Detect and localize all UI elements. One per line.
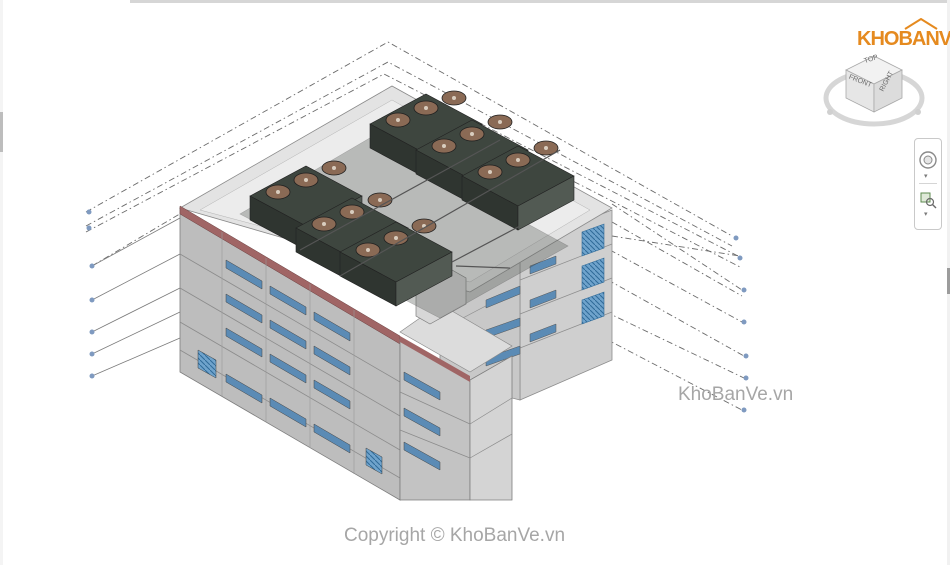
front-wing-right-wall — [469, 355, 513, 501]
view-top-border — [130, 0, 950, 3]
level-markers-right — [733, 235, 749, 413]
left-panel-edge — [0, 0, 3, 565]
scrollbar-thumb[interactable] — [947, 268, 950, 294]
zoom-dropdown-icon[interactable]: ▾ — [924, 211, 928, 218]
steering-wheel-dropdown-icon[interactable]: ▾ — [924, 173, 928, 180]
zoom-region-icon[interactable] — [917, 189, 939, 211]
main-left-floor-lines — [179, 253, 401, 479]
main-left-windows — [197, 259, 383, 475]
rooftop-piping — [299, 139, 561, 277]
level-markers-left — [86, 209, 95, 379]
tower-group-f — [461, 145, 575, 231]
rear-block-glass-panels — [581, 223, 605, 325]
watermark-side: KhoBanVe.vn — [678, 384, 794, 405]
steering-wheel-icon[interactable] — [917, 149, 939, 171]
front-wing-floor-lines — [399, 391, 513, 459]
logo-text: KHOBANVE — [857, 28, 950, 50]
rear-block-windows — [485, 255, 557, 367]
navigation-separator — [919, 183, 937, 184]
viewcube[interactable]: TOP FRONT RIGHT — [822, 48, 926, 132]
leader-lines-left-solid — [91, 217, 181, 377]
tower-group-c — [339, 221, 453, 307]
main-left-wall-columns — [221, 232, 355, 474]
left-panel-handle[interactable] — [0, 112, 3, 152]
khobanve-logo: KHOBANVE — [855, 18, 950, 52]
front-wing-parapet — [400, 336, 470, 382]
navigation-bar: ▾ ▾ — [914, 138, 942, 230]
leader-lines-right — [603, 203, 745, 411]
cooling-towers — [239, 93, 575, 319]
watermark-copyright: Copyright © KhoBanVe.vn — [344, 525, 566, 546]
front-wing-windows — [403, 371, 441, 471]
leader-lines-left — [85, 41, 743, 269]
